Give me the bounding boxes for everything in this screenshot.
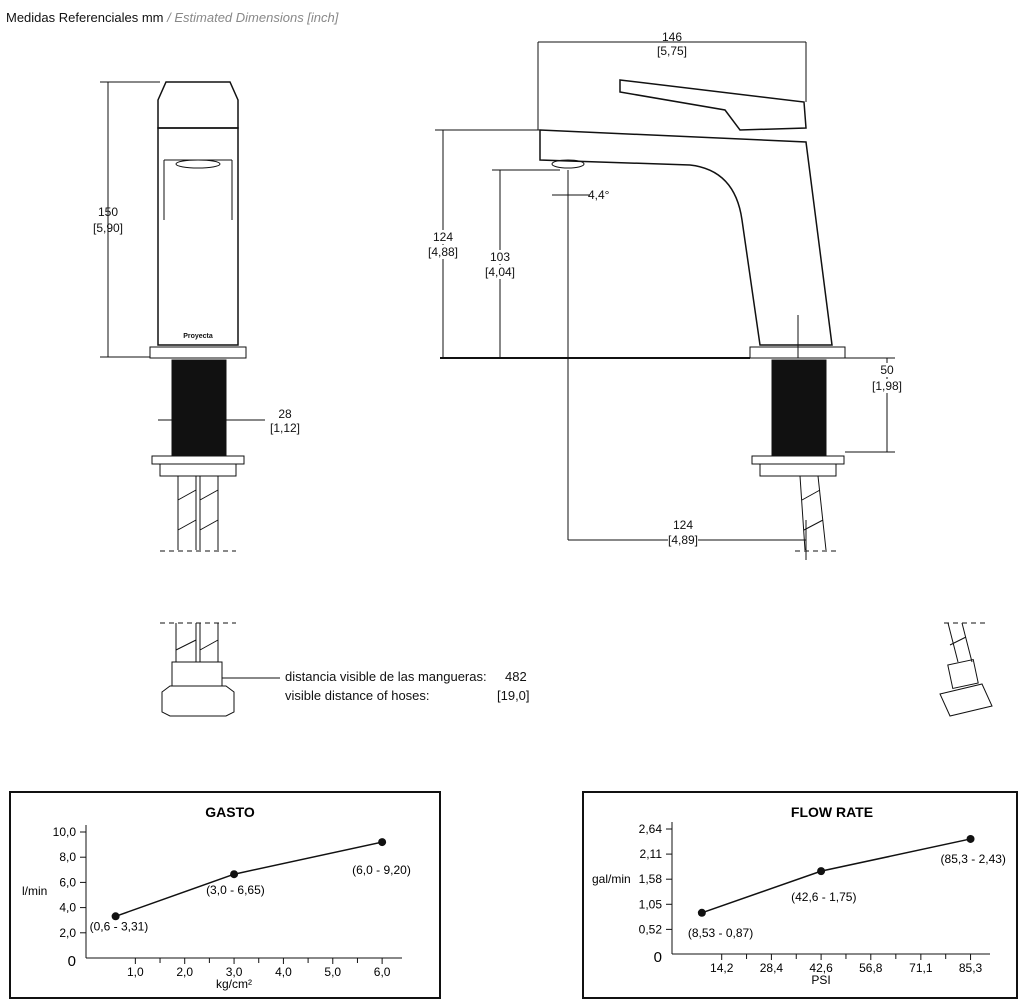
- technical-drawing: Proyecta: [100, 41, 993, 717]
- y-axis-label: l/min: [22, 884, 47, 898]
- x-tick-label: 6,0: [374, 965, 391, 979]
- dim-line-50: [797, 315, 895, 453]
- dim-angle: 4,4°: [588, 188, 610, 202]
- dim-50-inch: [1,98]: [871, 379, 903, 393]
- dim-reach-mm: 124: [672, 518, 694, 532]
- y-tick-label: 2,11: [640, 847, 663, 861]
- y-tick-label: 2,0: [59, 926, 76, 940]
- y-tick-label: 4,0: [59, 901, 76, 915]
- series-line: [115, 841, 383, 918]
- x-tick-label: 42,6: [809, 961, 833, 975]
- hose-value-mm: 482: [505, 669, 527, 684]
- dim-28-inch: [1,12]: [269, 421, 301, 435]
- data-point: [111, 912, 120, 921]
- chart-flow-rate: [582, 791, 1018, 999]
- y-tick-label: 10,0: [53, 825, 77, 839]
- header-subtitle: / Estimated Dimensions [inch]: [167, 10, 339, 25]
- data-label: (6,0 - 9,20): [352, 863, 411, 877]
- y-tick-label: 1,58: [639, 872, 663, 886]
- x-tick-label: 28,4: [760, 961, 784, 975]
- x-axis-label: PSI: [811, 973, 830, 987]
- x-tick-label: 71,1: [909, 961, 933, 975]
- x-tick-label: 14,2: [710, 961, 734, 975]
- dim-line-146: [537, 41, 807, 130]
- y-tick-label: 0: [654, 949, 662, 966]
- data-label: (42,6 - 1,75): [791, 890, 856, 904]
- dim-103-inch: [4,04]: [484, 265, 516, 279]
- chart-title: GASTO: [205, 804, 255, 820]
- dim-line-150: [100, 81, 160, 358]
- data-label: (8,53 - 0,87): [688, 926, 753, 940]
- x-tick-label: 2,0: [176, 965, 193, 979]
- centerline: [552, 170, 590, 540]
- y-tick-label: 6,0: [59, 875, 76, 889]
- chart-gasto: [9, 791, 441, 999]
- dim-50-mm: 50: [880, 363, 894, 377]
- header: Medidas Referenciales mm / Estimated Dim…: [6, 11, 338, 25]
- data-point: [966, 834, 975, 843]
- x-tick-label: 5,0: [324, 965, 341, 979]
- hose-label-es: distancia visible de las mangueras:: [285, 669, 487, 684]
- y-tick-label: 2,64: [639, 822, 663, 836]
- x-tick-label: 85,3: [959, 961, 983, 975]
- x-tick-label: 56,8: [859, 961, 883, 975]
- x-tick-label: 3,0: [226, 965, 243, 979]
- dim-124-mm: 124: [432, 230, 454, 244]
- hose-value-inch: [19,0]: [497, 688, 530, 703]
- dim-103-mm: 103: [489, 250, 511, 264]
- dim-146-inch: [5,75]: [656, 44, 688, 58]
- data-point: [230, 870, 239, 879]
- dim-line-103: [492, 169, 560, 358]
- dim-150-mm: 150: [97, 205, 119, 219]
- data-label: (3,0 - 6,65): [206, 883, 265, 897]
- data-point: [697, 908, 706, 917]
- x-axis-label: kg/cm²: [216, 977, 252, 991]
- dim-28-mm: 28: [278, 407, 292, 421]
- brand-mark: Proyecta: [183, 333, 213, 340]
- data-label: (85,3 - 2,43): [941, 852, 1006, 866]
- header-title: Medidas Referenciales mm: [6, 10, 164, 25]
- data-point: [817, 867, 826, 876]
- side-view-faucet: [539, 79, 846, 552]
- dim-150-inch: [5,90]: [92, 221, 124, 235]
- x-tick-label: 4,0: [275, 965, 292, 979]
- y-tick-label: 0: [68, 953, 76, 970]
- y-axis-label: gal/min: [592, 872, 631, 886]
- data-label: (0,6 - 3,31): [90, 919, 149, 933]
- y-tick-label: 1,05: [639, 897, 663, 911]
- dim-146-mm: 146: [661, 30, 683, 44]
- dim-124-inch: [4,88]: [427, 245, 459, 259]
- dim-reach-inch: [4,89]: [667, 533, 699, 547]
- dim-line-124: [435, 129, 540, 358]
- front-view-faucet: Proyecta: [149, 81, 247, 552]
- data-point: [378, 838, 387, 847]
- y-tick-label: 0,52: [639, 922, 663, 936]
- hose-end-right: [939, 622, 993, 717]
- y-tick-label: 8,0: [59, 850, 76, 864]
- hose-end-left: [160, 622, 280, 717]
- x-tick-label: 1,0: [127, 965, 144, 979]
- hose-label-en: visible distance of hoses:: [285, 688, 430, 703]
- chart-title: FLOW RATE: [791, 804, 873, 820]
